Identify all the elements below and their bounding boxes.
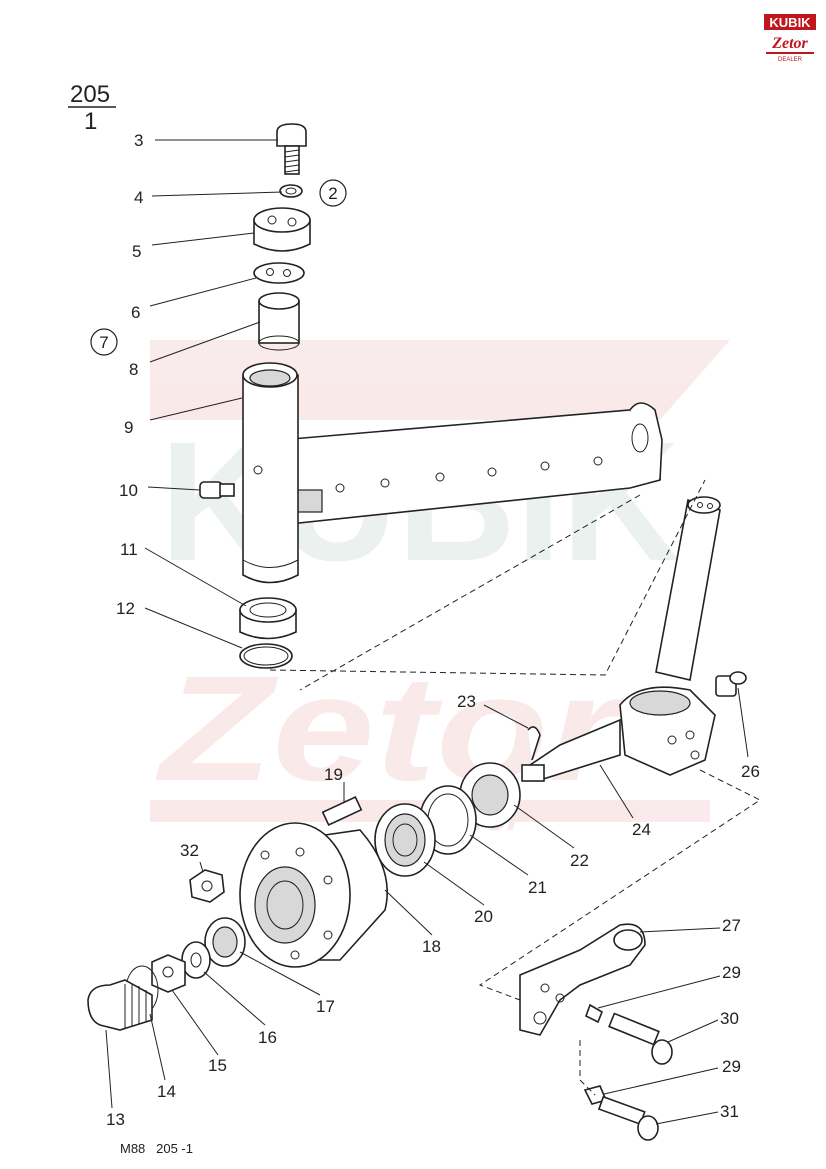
part-20-bearing [374, 803, 436, 877]
part-4-washer [279, 184, 303, 198]
callout-18: 18 [422, 937, 441, 956]
part-29-lock-plate-upper [585, 1003, 603, 1024]
callout-20: 20 [474, 907, 493, 926]
logo-sub: DEALER [778, 57, 803, 63]
callouts: 3 4 2 5 6 7 8 9 10 11 12 23 19 26 24 22 … [90, 131, 760, 1129]
callout-23: 23 [457, 692, 476, 711]
part-26-pin [715, 671, 747, 697]
watermark-zetor: Zetor [155, 644, 629, 812]
part-31-bolt [597, 1095, 659, 1141]
callout-2-circle [319, 179, 347, 207]
callout-26: 26 [741, 762, 760, 781]
part-11-bearing [239, 597, 297, 640]
callout-29-upper: 29 [722, 963, 741, 982]
part-15-castle-nut [151, 954, 186, 993]
part-30-bolt [608, 1012, 673, 1065]
part-16-washer [181, 941, 211, 979]
callout-16: 16 [258, 1028, 277, 1047]
logo-brand-bottom: Zetor [771, 35, 808, 52]
part-13-hub-cap [87, 979, 153, 1031]
callout-13: 13 [106, 1110, 125, 1129]
callout-14: 14 [157, 1082, 176, 1101]
callout-17: 17 [316, 997, 335, 1016]
part-9-axle-arm [242, 362, 663, 584]
part-10-grease-nipple [199, 481, 235, 499]
callout-29-lower: 29 [722, 1057, 741, 1076]
callout-32: 32 [180, 841, 199, 860]
part-12-ring [239, 643, 293, 669]
part-6-plate [253, 262, 305, 284]
assembly-lines [269, 479, 761, 1096]
page-header: 205 1 [68, 81, 116, 135]
leader-lines [105, 139, 749, 1125]
logo-brand-top: KUBIK [769, 15, 811, 30]
sheet-number: 1 [84, 108, 97, 135]
callout-3: 3 [134, 131, 143, 150]
part-19-stud [321, 795, 363, 827]
part-24-stub-axle [521, 496, 721, 782]
callout-19: 19 [324, 765, 343, 784]
callout-7-circle [90, 328, 118, 356]
callout-30: 30 [720, 1009, 739, 1028]
callout-15: 15 [208, 1056, 227, 1075]
part-17-bearing [204, 917, 246, 967]
callout-2: 2 [328, 184, 337, 203]
part-32-nut [189, 869, 225, 903]
callout-8: 8 [129, 360, 138, 379]
callout-9: 9 [124, 418, 133, 437]
callout-5: 5 [132, 242, 141, 261]
part-8-bushing [258, 292, 300, 351]
part-18-hub [239, 822, 388, 968]
callout-31: 31 [720, 1102, 739, 1121]
part-5-cap [253, 207, 311, 252]
callout-12: 12 [116, 599, 135, 618]
part-27-steering-arm [519, 923, 646, 1036]
group-number: 205 [70, 81, 110, 108]
callout-10: 10 [119, 481, 138, 500]
kubik-zetor-logo: KUBIK Zetor DEALER [764, 14, 816, 63]
callout-4: 4 [134, 188, 143, 207]
callout-27: 27 [722, 916, 741, 935]
callout-7: 7 [99, 333, 108, 352]
callout-21: 21 [528, 878, 547, 897]
callout-24: 24 [632, 820, 651, 839]
drawing-code: M88 205 -1 [120, 1141, 193, 1156]
callout-6: 6 [131, 303, 140, 322]
callout-11: 11 [120, 540, 138, 559]
part-3-bolt [276, 123, 307, 175]
part-23-cotter-pin [527, 726, 541, 761]
callout-22: 22 [570, 851, 589, 870]
